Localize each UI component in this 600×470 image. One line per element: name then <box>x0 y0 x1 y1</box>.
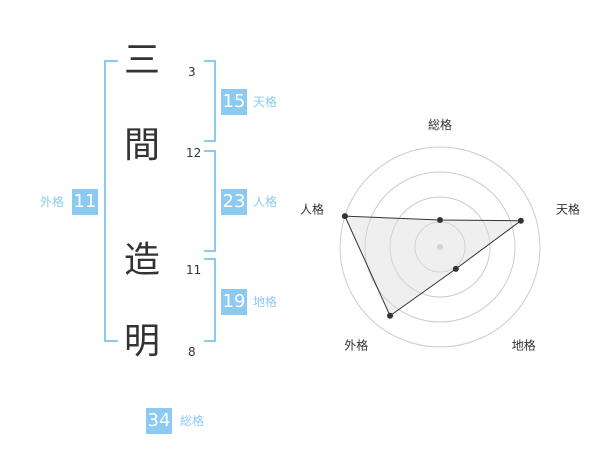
radar-axis-label-3: 地格 <box>512 338 536 353</box>
radar-point-5 <box>341 213 348 220</box>
tenkaku-value: 15 <box>221 89 247 115</box>
radar-axis-label-4: 外格 <box>344 338 368 353</box>
jinkaku-label: 人格 <box>253 195 278 209</box>
tenkaku-bracket <box>204 60 216 142</box>
radar-point-3 <box>452 265 459 272</box>
name-char-2: 間 <box>123 125 160 166</box>
name-char-1: 三 <box>123 40 160 81</box>
radar-ring-2 <box>389 196 491 298</box>
chikaku-value: 19 <box>221 289 247 315</box>
radar-center-dot <box>437 244 443 250</box>
chikaku-bracket <box>204 258 216 342</box>
radar-axis-label-1: 総格 <box>428 117 452 132</box>
stroke-count-4: 8 <box>188 345 196 359</box>
chikaku-label: 地格 <box>253 295 278 309</box>
name-char-4: 明 <box>123 321 160 362</box>
name-char-3: 造 <box>123 240 160 281</box>
gaikaku-value: 11 <box>72 189 98 215</box>
radar-axis-label-5: 人格 <box>300 201 324 216</box>
stroke-count-2: 12 <box>186 146 202 160</box>
soukaku-value: 34 <box>146 408 172 434</box>
soukaku-label: 総格 <box>180 414 205 428</box>
radar-area <box>344 215 523 317</box>
stroke-count-3: 11 <box>186 263 202 277</box>
jinkaku-value: 23 <box>221 189 247 215</box>
gaikaku-bracket <box>104 60 118 342</box>
tenkaku-label: 天格 <box>253 95 278 109</box>
radar-point-2 <box>517 217 524 224</box>
stroke-count-1: 3 <box>188 65 196 79</box>
radar-ring-3 <box>364 171 516 323</box>
radar-axis-label-2: 天格 <box>556 201 580 216</box>
jinkaku-bracket <box>204 150 216 252</box>
radar-point-4 <box>387 312 394 319</box>
gaikaku-label: 外格 <box>40 195 65 209</box>
radar-ring-4 <box>339 146 541 348</box>
radar-point-1 <box>437 217 443 223</box>
